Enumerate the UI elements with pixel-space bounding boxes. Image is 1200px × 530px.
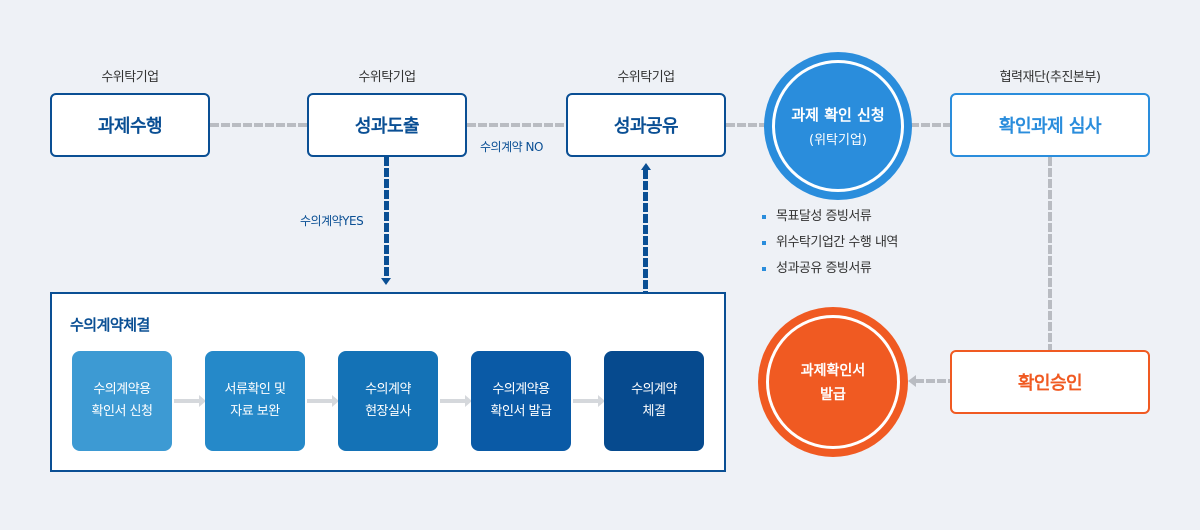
arrow-right-icon xyxy=(440,395,472,407)
arrow-right-icon xyxy=(307,395,339,407)
connector-line xyxy=(915,379,950,383)
node-caption: 협력재단(추진본부) xyxy=(999,70,1101,85)
arrow-right-icon xyxy=(174,395,206,407)
node-caption: 수위탁기업 xyxy=(617,70,675,85)
approval-box: 확인승인 xyxy=(950,350,1150,414)
no-contract-label: 수의계약 NO xyxy=(480,140,543,154)
result-sharing-box: 성과공유 xyxy=(566,93,726,157)
panel-title: 수의계약체결 xyxy=(70,316,150,334)
connector-line xyxy=(726,123,766,127)
required-documents-list: 목표달성 증빙서류 위수탁기업간 수행 내역 성과공유 증빙서류 xyxy=(762,204,898,282)
connector-line xyxy=(1048,157,1052,350)
list-item: 목표달성 증빙서류 xyxy=(762,204,898,230)
apply-title: 과제 확인 신청 xyxy=(791,106,885,124)
connector-line xyxy=(910,123,950,127)
return-connector xyxy=(643,170,648,293)
arrow-down-icon xyxy=(381,278,391,285)
arrow-right-icon xyxy=(573,395,605,407)
result-derivation-box: 성과도출 xyxy=(307,93,467,157)
task-execution-box: 과제수행 xyxy=(50,93,210,157)
yes-contract-label: 수의계약YES xyxy=(300,214,364,228)
list-item: 성과공유 증빙서류 xyxy=(762,256,898,282)
arrow-left-icon xyxy=(908,375,916,387)
issue-circle: 과제확인서 발급 xyxy=(758,307,908,457)
connector-line xyxy=(467,123,566,127)
review-box: 확인과제 심사 xyxy=(950,93,1150,157)
node-caption: 수위탁기업 xyxy=(358,70,416,85)
arrow-up-icon xyxy=(641,163,651,170)
apply-circle: 과제 확인 신청 (위탁기업) xyxy=(764,52,912,200)
connector-line xyxy=(210,123,307,127)
list-item: 위수탁기업간 수행 내역 xyxy=(762,230,898,256)
issue-subtitle: 발급 xyxy=(820,387,846,403)
node-caption: 수위탁기업 xyxy=(101,70,159,85)
yes-connector xyxy=(384,157,389,279)
issue-title: 과제확인서 xyxy=(800,363,866,379)
apply-subtitle: (위탁기업) xyxy=(809,133,867,148)
